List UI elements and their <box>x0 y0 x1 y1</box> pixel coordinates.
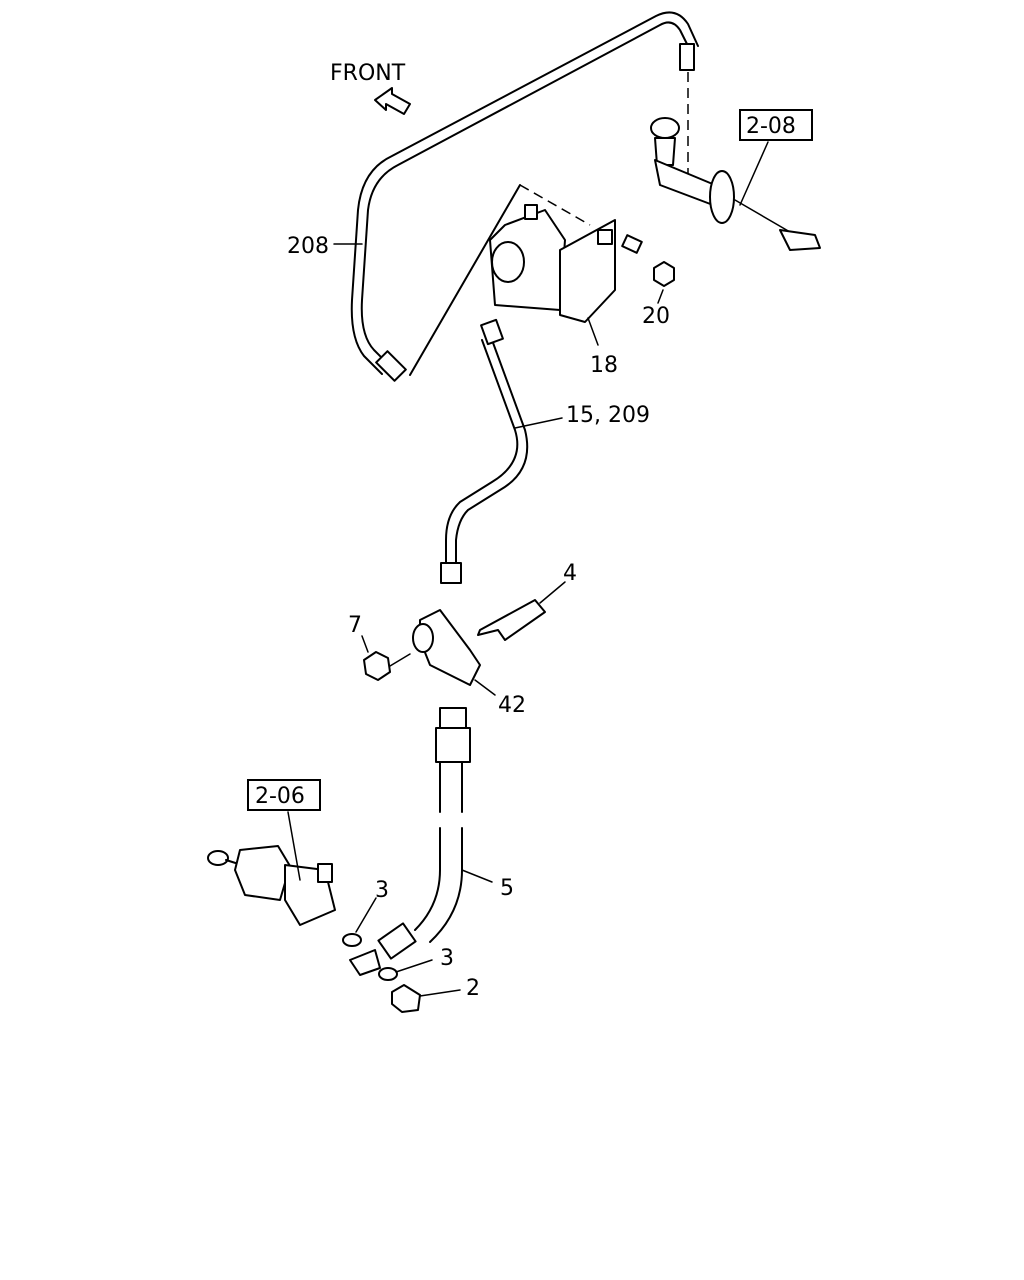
clip-4 <box>477 599 546 641</box>
front-label: FRONT <box>330 61 406 86</box>
callout-42: 42 <box>498 693 526 718</box>
release-cylinder-assembly <box>207 845 336 926</box>
callout-4: 4 <box>563 561 577 586</box>
callout-18: 18 <box>590 353 618 378</box>
washer-3-upper <box>342 933 362 947</box>
bolt-2 <box>391 984 421 1013</box>
callout-3-upper: 3 <box>375 878 389 903</box>
callout-20: 20 <box>642 304 670 329</box>
reference-box-2-06[interactable]: 2-06 <box>247 779 321 811</box>
pipe-208 <box>350 11 699 382</box>
nut-20 <box>621 234 675 287</box>
front-arrow-icon <box>374 87 411 115</box>
hose-5 <box>377 707 471 960</box>
callout-3-lower: 3 <box>440 946 454 971</box>
bracket-42 <box>412 609 481 686</box>
valve-bracket-18 <box>409 184 616 376</box>
reference-label-2-06: 2-06 <box>255 784 305 809</box>
washer-3-lower <box>378 967 398 981</box>
reference-label-2-08: 2-08 <box>746 114 796 139</box>
bleeder-fitting <box>349 949 381 976</box>
master-cylinder-assembly <box>650 117 821 251</box>
callout-7: 7 <box>348 613 362 638</box>
callout-5: 5 <box>500 876 514 901</box>
reference-box-2-08[interactable]: 2-08 <box>739 109 813 141</box>
pipe-15-209 <box>440 318 529 584</box>
callout-2: 2 <box>466 976 480 1001</box>
callout-15-209: 15, 209 <box>566 403 650 428</box>
callout-208: 208 <box>287 234 329 259</box>
nut-7 <box>363 651 411 681</box>
